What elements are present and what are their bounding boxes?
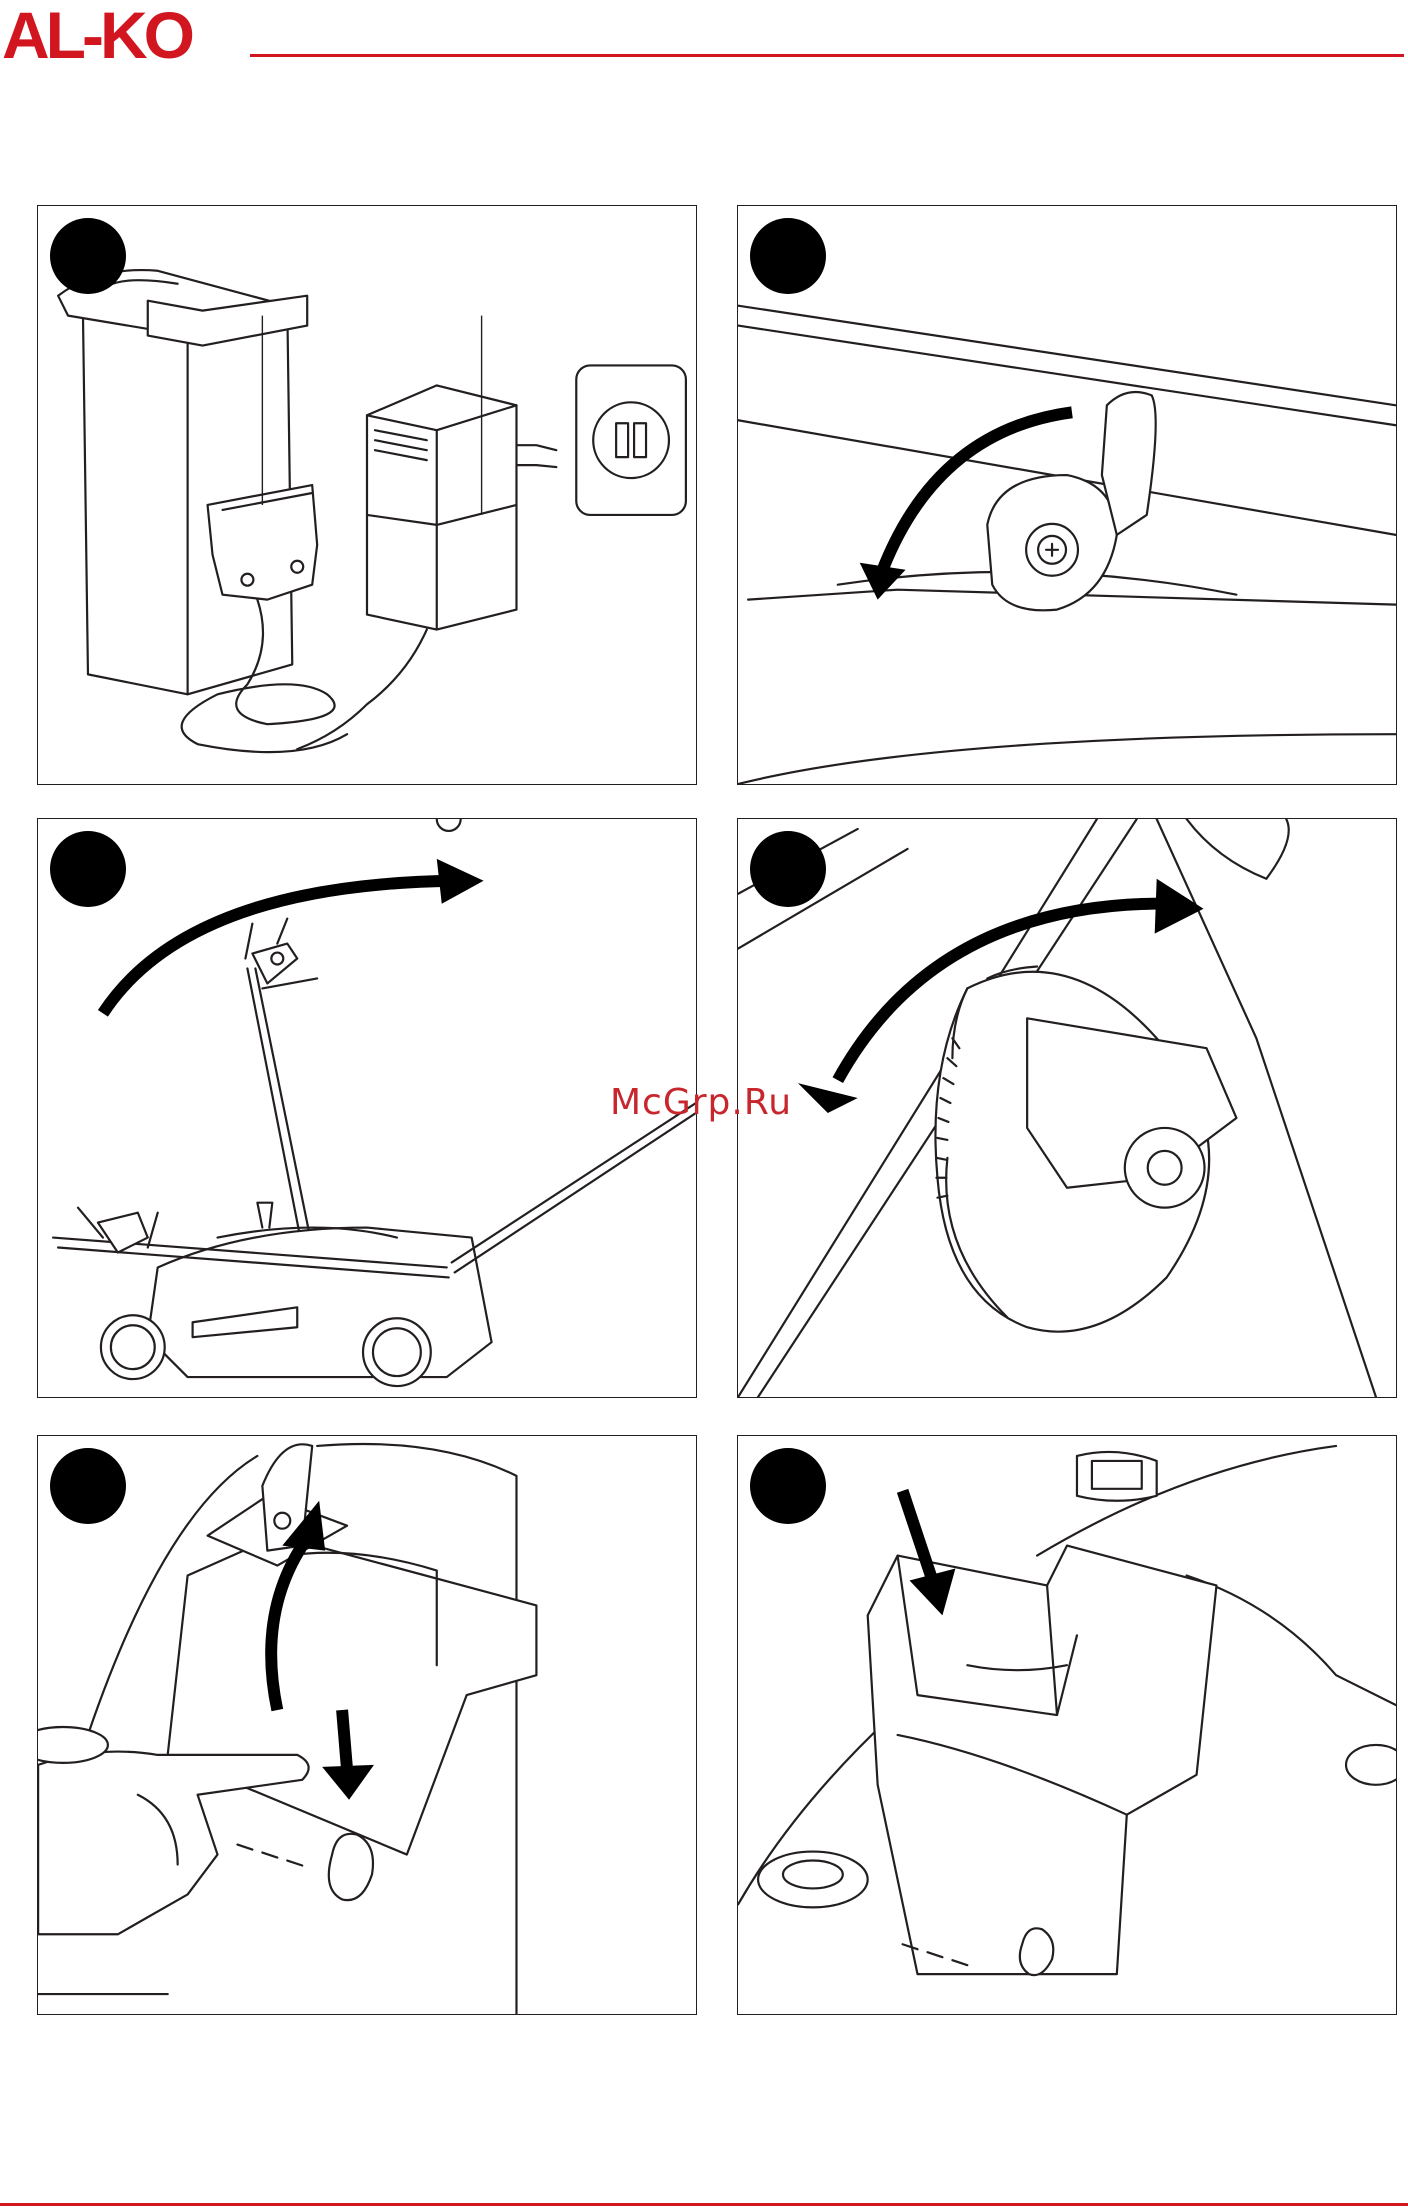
step-marker-1 (50, 218, 126, 294)
step-marker-3 (50, 831, 126, 907)
watermark-text: McGrp.Ru (610, 1082, 792, 1123)
open-battery-cover-icon (38, 1436, 696, 2014)
handle-clamp-lever-icon (738, 206, 1396, 784)
panel-2-clamp-lever (737, 205, 1397, 785)
panel-6-insert-battery (737, 1435, 1397, 2015)
step-marker-2 (750, 218, 826, 294)
header-rule (250, 54, 1404, 57)
step-marker-6 (750, 1448, 826, 1524)
step-marker-5 (50, 1448, 126, 1524)
step-marker-4 (750, 831, 826, 907)
alko-logo: AL-KO (2, 2, 191, 68)
battery-charger-icon (38, 206, 696, 784)
adjust-knob-icon (738, 819, 1396, 1397)
panel-1-charging (37, 205, 697, 785)
panel-3-fold-handle (37, 818, 697, 1398)
footer-rule (0, 2203, 1408, 2206)
panel-4-adjust-knob (737, 818, 1397, 1398)
fold-handle-icon (38, 819, 696, 1397)
insert-battery-icon (738, 1436, 1396, 2014)
panel-5-open-cover (37, 1435, 697, 2015)
